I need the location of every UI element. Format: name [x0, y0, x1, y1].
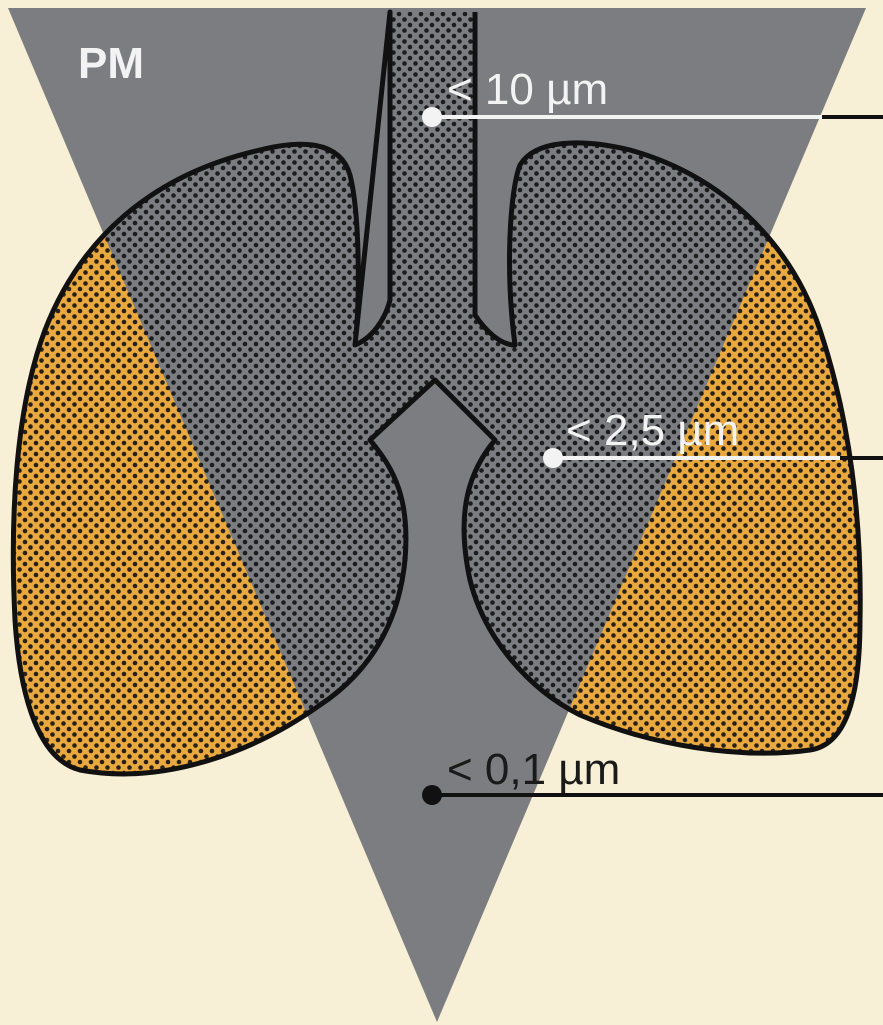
- label-pm01: < 0,1 µm: [447, 745, 620, 794]
- label-pm25: < 2,5 µm: [566, 406, 739, 455]
- label-pm10: < 10 µm: [447, 65, 608, 114]
- pm-title: PM: [78, 39, 144, 88]
